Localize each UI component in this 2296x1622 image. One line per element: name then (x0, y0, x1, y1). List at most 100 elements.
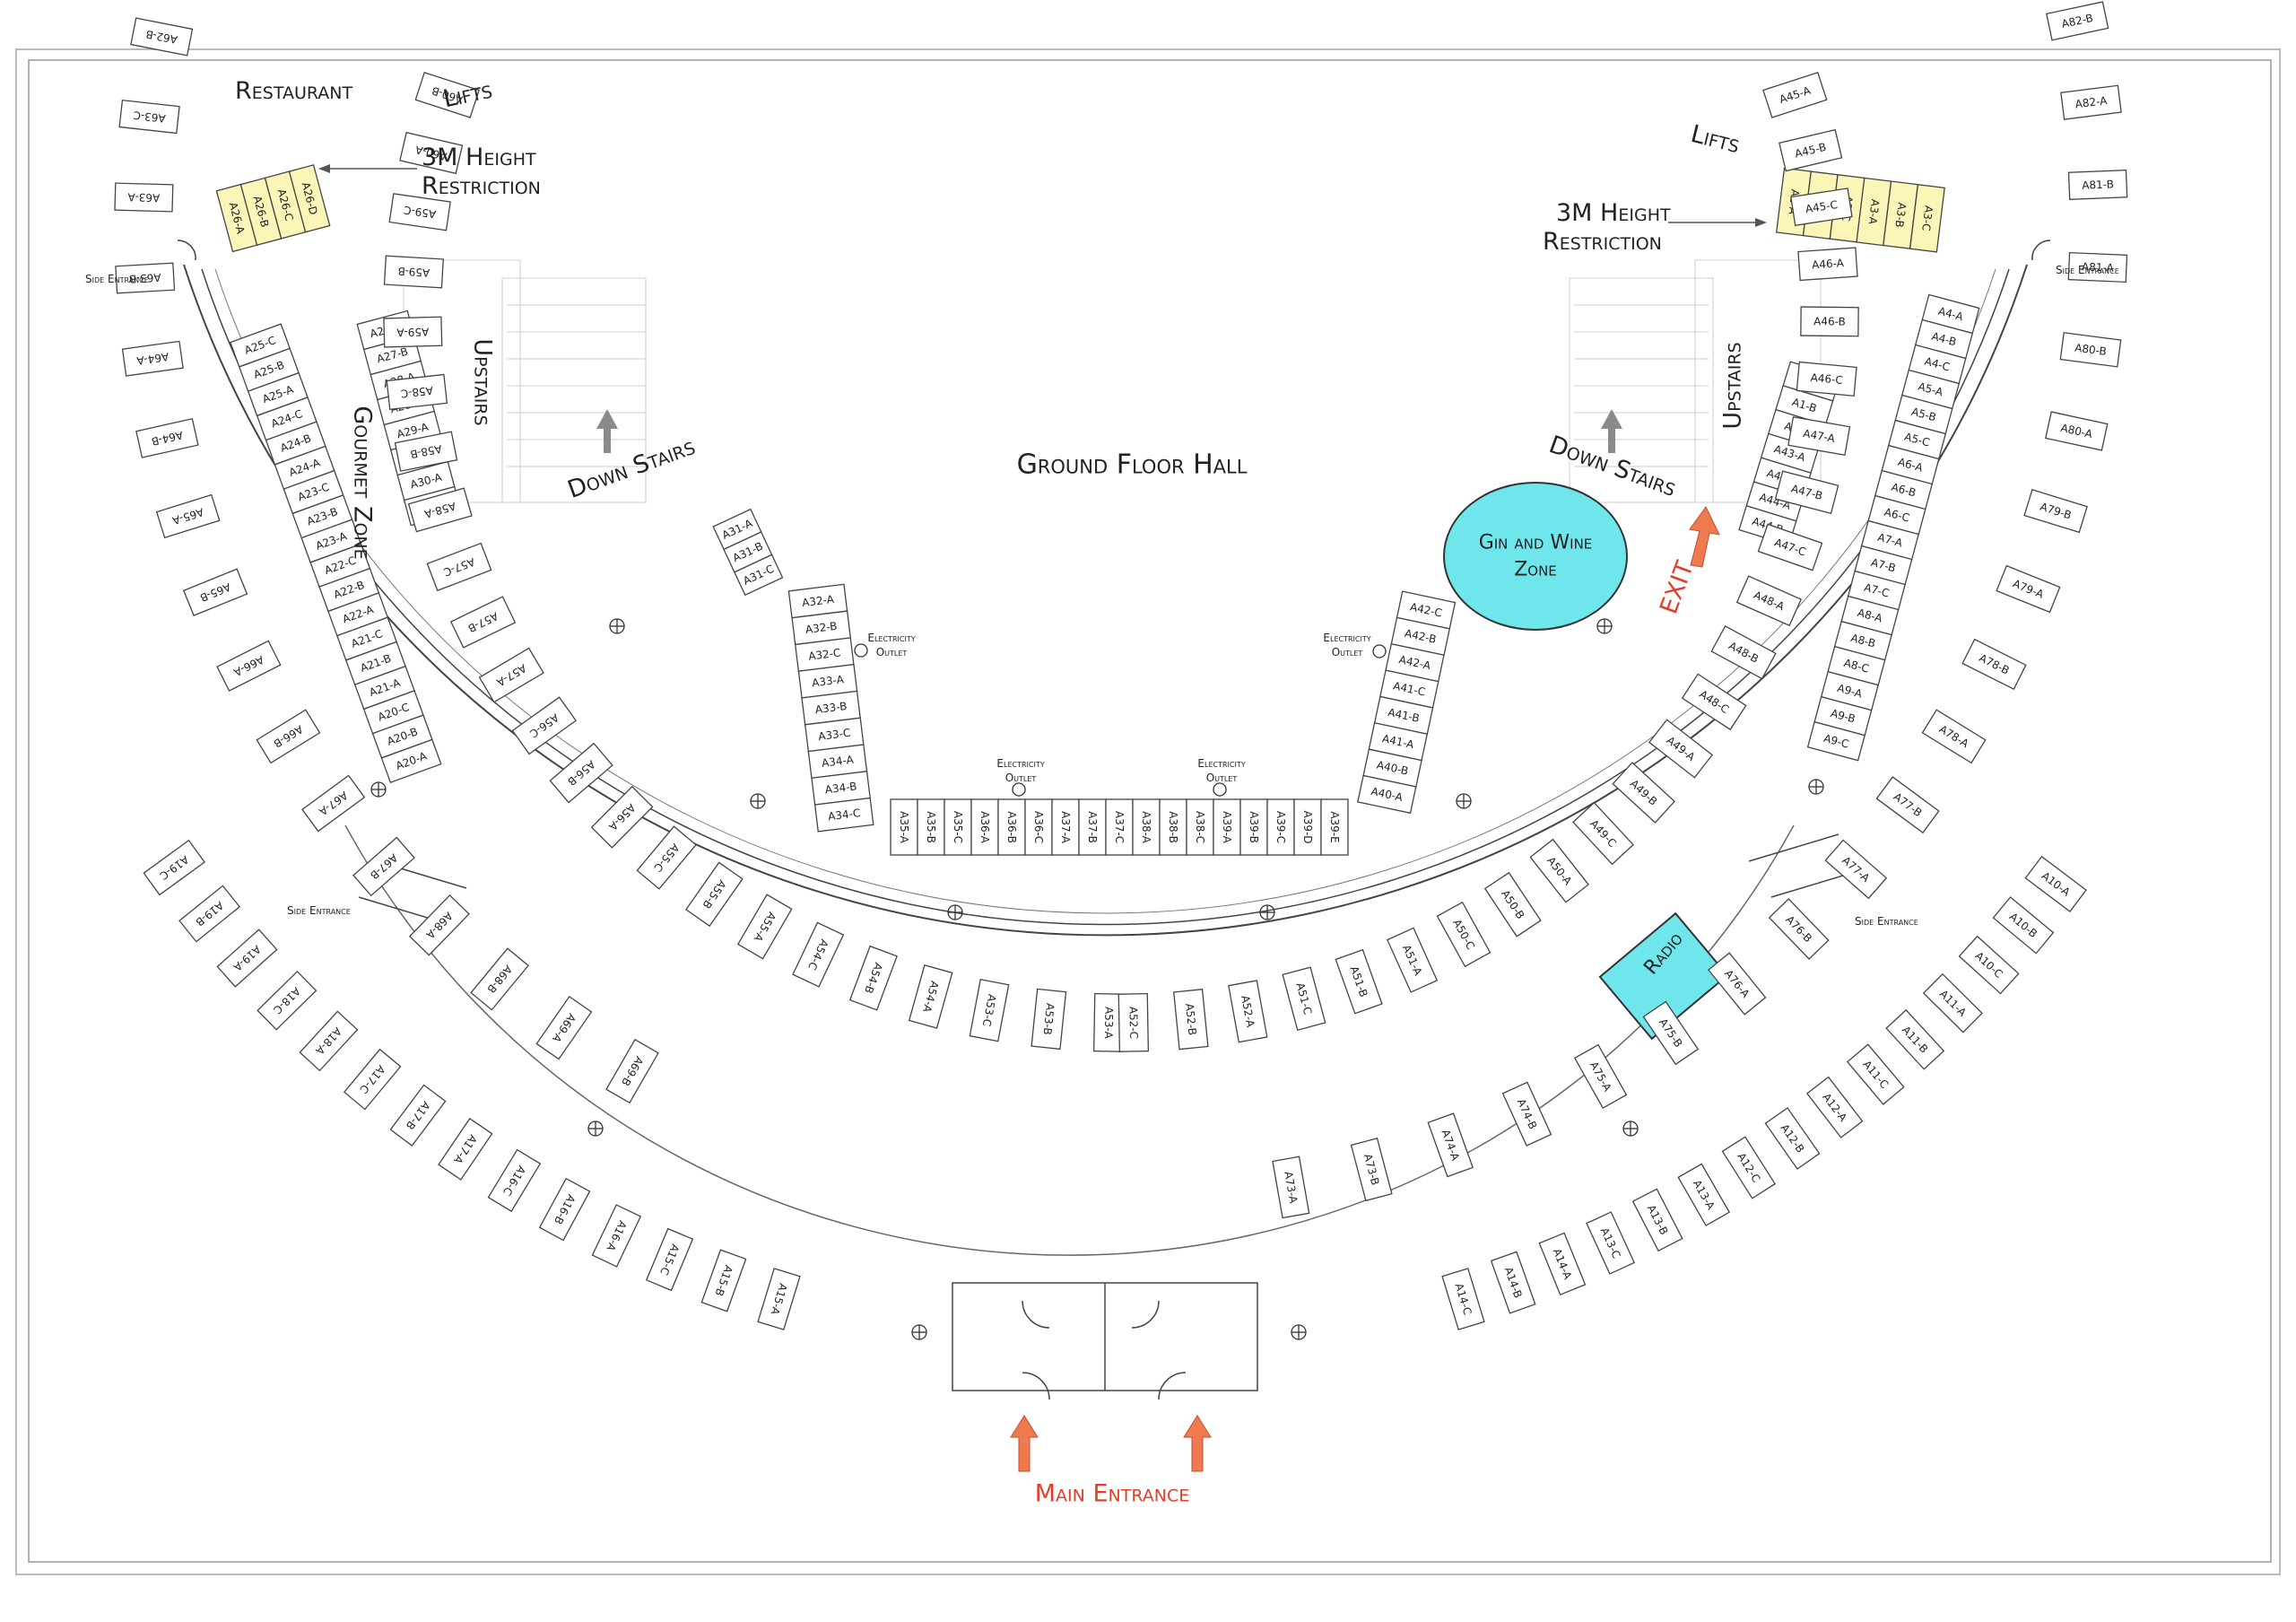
stall-a19-a[interactable]: A19-A (216, 929, 278, 988)
stall-a64-b[interactable]: A64-B (135, 418, 199, 458)
stall-a42-c[interactable]: A42-C (1396, 590, 1457, 630)
stall-a51-b[interactable]: A51-B (1335, 948, 1383, 1015)
stall-a67-b[interactable]: A67-B (352, 836, 415, 897)
stall-a66-a[interactable]: A66-A (216, 640, 282, 692)
stall-a34-b[interactable]: A34-B (811, 771, 871, 806)
stall-a78-b[interactable]: A78-B (1961, 638, 2027, 691)
stall-a55-a[interactable]: A55-A (736, 894, 793, 960)
stall-a63-a[interactable]: A63-A (114, 182, 174, 213)
stall-a37-b[interactable]: A37-B (1078, 798, 1107, 856)
stall-a38-b[interactable]: A38-B (1159, 798, 1187, 856)
stall-a30-a[interactable]: A30-A (396, 460, 456, 501)
stall-a41-c[interactable]: A41-C (1379, 669, 1439, 709)
stall-a73-b[interactable]: A73-B (1350, 1138, 1393, 1202)
stall-a10-c[interactable]: A10-C (1958, 935, 2020, 995)
stall-a25-c[interactable]: A25-C (230, 323, 291, 368)
stall-a60-b[interactable]: A60-B (414, 71, 480, 118)
stall-a53-c[interactable]: A53-C (969, 979, 1010, 1042)
stall-a49-c[interactable]: A49-C (1572, 801, 1634, 866)
stall-a22-b[interactable]: A22-B (318, 567, 380, 613)
stall-a12-b[interactable]: A12-B (1764, 1107, 1821, 1170)
stall-a77-b[interactable]: A77-B (1875, 776, 1940, 834)
stall-a15-b[interactable]: A15-B (700, 1249, 747, 1312)
stall-a79-b[interactable]: A79-B (2023, 489, 2088, 534)
stall-a63-b[interactable]: A63-B (115, 262, 176, 294)
stall-a19-b[interactable]: A19-B (178, 885, 241, 943)
stall-a56-a[interactable]: A56-A (590, 785, 654, 849)
stall-a20-b[interactable]: A20-B (371, 714, 433, 759)
stall-a55-c[interactable]: A55-C (636, 825, 697, 890)
stall-a48-b[interactable]: A48-B (1710, 624, 1777, 680)
stall-a54-c[interactable]: A54-C (792, 921, 845, 988)
stall-a37-a[interactable]: A37-A (1051, 798, 1080, 856)
stall-a50-c[interactable]: A50-C (1436, 901, 1492, 968)
stall-a58-c[interactable]: A58-C (386, 373, 448, 411)
stall-a46-c[interactable]: A46-C (1796, 361, 1857, 397)
stall-a58-b[interactable]: A58-B (394, 431, 458, 472)
stall-a82-b[interactable]: A82-B (2046, 1, 2109, 41)
stall-a36-a[interactable]: A36-A (970, 798, 999, 856)
stall-a52-b[interactable]: A52-B (1172, 989, 1209, 1051)
stall-a18-a[interactable]: A18-A (299, 1010, 359, 1072)
stall-a45-a[interactable]: A45-A (1762, 71, 1828, 118)
stall-a81-b[interactable]: A81-B (2067, 170, 2128, 200)
stall-a76-b[interactable]: A76-B (1768, 898, 1830, 960)
stall-a59-b[interactable]: A59-B (383, 255, 444, 289)
stall-a69-a[interactable]: A69-A (535, 995, 593, 1060)
stall-a39-e[interactable]: A39-E (1320, 798, 1349, 856)
stall-a67-a[interactable]: A67-A (301, 774, 366, 833)
stall-a33-c[interactable]: A33-C (804, 717, 865, 753)
stall-a82-a[interactable]: A82-A (2060, 84, 2122, 120)
stall-a11-a[interactable]: A11-A (1922, 972, 1983, 1033)
stall-a10-a[interactable]: A10-A (2024, 855, 2087, 912)
stall-a65-b[interactable]: A65-B (182, 568, 248, 616)
stall-a45-c[interactable]: A45-C (1790, 187, 1853, 226)
stall-a10-b[interactable]: A10-B (1992, 896, 2055, 955)
stall-a12-a[interactable]: A12-A (1805, 1076, 1864, 1138)
stall-a47-a[interactable]: A47-A (1787, 415, 1851, 457)
stall-a68-b[interactable]: A68-B (470, 947, 529, 1011)
stall-a38-a[interactable]: A38-A (1132, 798, 1161, 856)
stall-a63-c[interactable]: A63-C (118, 99, 180, 135)
stall-a65-a[interactable]: A65-A (155, 493, 221, 539)
stall-a47-b[interactable]: A47-B (1774, 470, 1839, 515)
stall-a46-a[interactable]: A46-A (1797, 247, 1858, 282)
stall-a52-c[interactable]: A52-C (1118, 992, 1150, 1052)
stall-a57-a[interactable]: A57-A (478, 647, 544, 703)
stall-a77-a[interactable]: A77-A (1824, 839, 1888, 900)
stall-a9-c[interactable]: A9-C (1806, 720, 1866, 762)
stall-a31-b[interactable]: A31-B (723, 531, 773, 573)
stall-a68-a[interactable]: A68-A (408, 894, 470, 956)
stall-a40-a[interactable]: A40-A (1357, 774, 1417, 815)
stall-a48-a[interactable]: A48-A (1735, 575, 1802, 627)
stall-a35-a[interactable]: A35-A (890, 798, 918, 856)
stall-a32-b[interactable]: A32-B (791, 610, 852, 646)
stall-a36-b[interactable]: A36-B (997, 798, 1026, 856)
stall-a3-a[interactable]: A3-A (1856, 177, 1892, 247)
stall-a18-c[interactable]: A18-C (257, 970, 317, 1031)
stall-a56-c[interactable]: A56-C (511, 696, 578, 755)
stall-a51-c[interactable]: A51-C (1282, 966, 1326, 1032)
stall-a22-a[interactable]: A22-A (327, 592, 389, 637)
stall-a54-a[interactable]: A54-A (908, 964, 953, 1029)
stall-a46-b[interactable]: A46-B (1800, 306, 1859, 337)
stall-a17-b[interactable]: A17-B (389, 1084, 447, 1147)
stall-a17-c[interactable]: A17-C (343, 1048, 402, 1111)
stall-a25-b[interactable]: A25-B (238, 347, 300, 393)
stall-a23-a[interactable]: A23-A (300, 519, 362, 563)
stall-a74-b[interactable]: A74-B (1501, 1081, 1552, 1147)
stall-a39-b[interactable]: A39-B (1239, 798, 1268, 856)
stall-a73-a[interactable]: A73-A (1272, 1155, 1310, 1219)
stall-a37-c[interactable]: A37-C (1105, 798, 1134, 856)
stall-a66-b[interactable]: A66-B (256, 709, 321, 764)
stall-a49-b[interactable]: A49-B (1612, 762, 1676, 824)
stall-a23-c[interactable]: A23-C (283, 469, 344, 515)
stall-a13-b[interactable]: A13-B (1631, 1188, 1683, 1252)
stall-a34-c[interactable]: A34-C (813, 797, 874, 833)
stall-a53-a[interactable]: A53-A (1092, 992, 1125, 1052)
stall-a25-a[interactable]: A25-A (247, 371, 309, 417)
stall-a38-c[interactable]: A38-C (1186, 798, 1214, 856)
stall-a13-c[interactable]: A13-C (1586, 1211, 1636, 1275)
stall-a49-a[interactable]: A49-A (1648, 719, 1714, 779)
stall-a26-d[interactable]: A26-D (288, 164, 331, 233)
